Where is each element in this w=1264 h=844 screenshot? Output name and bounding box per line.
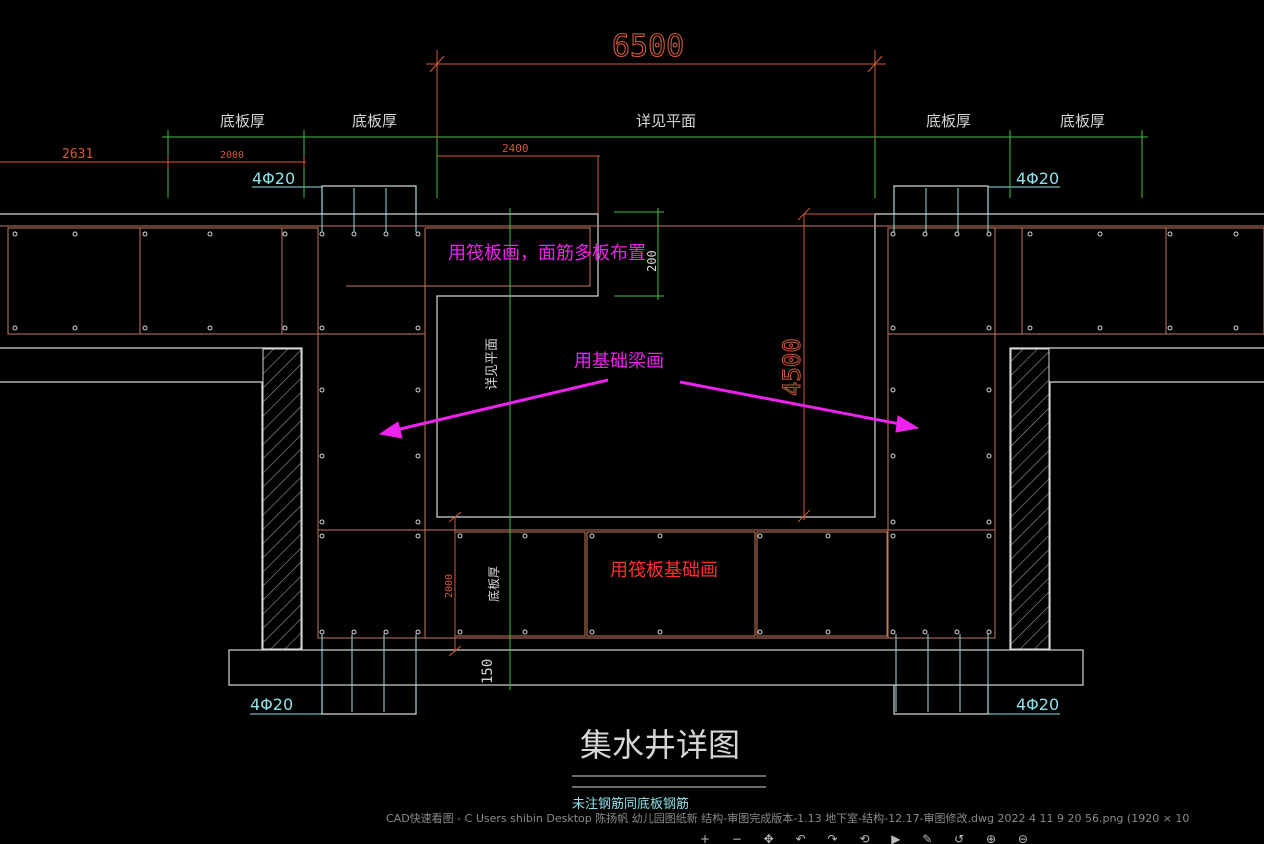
annotation-raft-plate: 用筏板画，面筋多板布置 (448, 243, 646, 264)
annotation-arrow-left (378, 378, 609, 439)
drawing-title: 集水井详图 (580, 726, 740, 764)
label-slab-thickness-4: 底板厚 (1060, 112, 1105, 130)
label-see-plan-side: 详见平面 (485, 338, 500, 390)
left-wall-hatch (262, 348, 302, 650)
dim-overall-width: 6500 (612, 29, 684, 64)
reinforcement-frames (7, 227, 1264, 639)
label-see-plan-top: 详见平面 (636, 112, 696, 130)
dimension-lines-green (162, 130, 1148, 690)
annotation-arrow-right (679, 380, 920, 433)
viewer-caption: CAD快速看图 - C Users shibin Desktop 陈扬帆 幼儿园… (386, 812, 1190, 825)
label-slab-thickness-2: 底板厚 (352, 112, 397, 130)
dim-upper-step: 200 (645, 250, 659, 272)
annotation-raft-foundation: 用筏板基础画 (610, 560, 718, 581)
label-slab-thickness-side: 底板厚 (486, 566, 501, 602)
rebar-lines (250, 186, 1060, 715)
label-slab-thickness-3: 底板厚 (926, 112, 971, 130)
dim-left-segment: 2000 (220, 150, 244, 161)
structure-outline (0, 185, 1264, 715)
label-slab-thickness-1: 底板厚 (220, 112, 265, 130)
annotation-foundation-beam: 用基础梁画 (574, 351, 664, 372)
dim-pit-opening: 2400 (502, 142, 529, 155)
dim-cover: 150 (480, 659, 496, 684)
rebar-label-top-right: 4Φ20 (1016, 169, 1059, 188)
drawing-note: 未注钢筋同底板钢筋 (572, 796, 689, 812)
rebar-dots (12, 231, 1239, 635)
dim-bottom-slab: 2000 (444, 574, 455, 598)
viewer-toolbar[interactable]: + − ✥ ↶ ↷ ⟲ ▶ ✎ ↺ ⊕ ⊖ (700, 832, 1037, 844)
right-wall-hatch (1010, 348, 1050, 650)
rebar-label-bottom-left: 4Φ20 (250, 695, 293, 714)
dimension-lines-red (0, 50, 886, 657)
dim-left-run: 2631 (62, 147, 93, 162)
dim-depth: 4500 (778, 338, 806, 396)
rebar-label-top-left: 4Φ20 (252, 169, 295, 188)
rebar-label-bottom-right: 4Φ20 (1016, 695, 1059, 714)
